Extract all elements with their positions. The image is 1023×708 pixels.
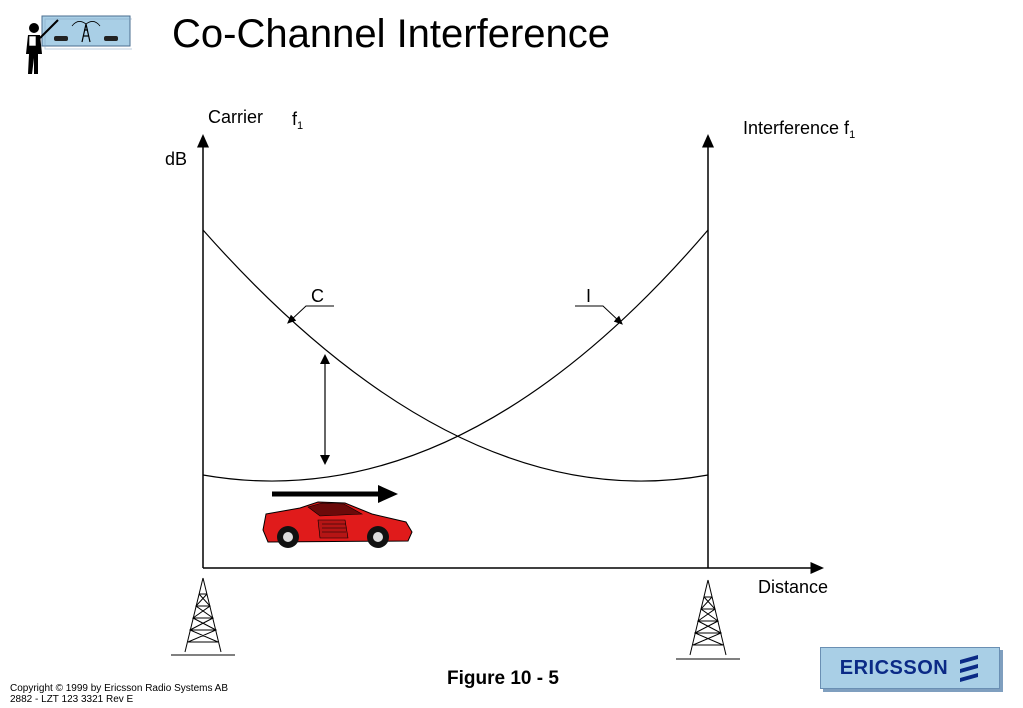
brand-name: ERICSSON bbox=[839, 656, 949, 679]
copyright: Copyright © 1999 by Ericsson Radio Syste… bbox=[10, 683, 228, 705]
interference-label: Interference f1 bbox=[743, 117, 856, 141]
car-icon bbox=[262, 501, 413, 548]
carrier-curve bbox=[202, 229, 709, 482]
copyright-line-2: 2882 - LZT 123 3321 Rev E bbox=[10, 694, 134, 705]
curve-i-label: I bbox=[586, 286, 592, 306]
presenter-icon bbox=[26, 15, 132, 74]
ericsson-logo: ERICSSON bbox=[820, 647, 1000, 689]
direction-arrow-icon bbox=[272, 485, 398, 503]
carrier-label-text: Carrier bbox=[208, 107, 264, 127]
slide-title: Co-Channel Interference bbox=[172, 12, 611, 56]
interference-label-text: Interference f bbox=[743, 118, 850, 138]
c-leader bbox=[287, 305, 334, 324]
tower-icon bbox=[171, 577, 235, 656]
interference-curve bbox=[202, 229, 709, 482]
i-leader bbox=[575, 305, 623, 325]
interference-label-sub: 1 bbox=[849, 129, 856, 141]
x-axis-label: Distance bbox=[758, 577, 829, 597]
ericsson-logo-icon bbox=[960, 655, 979, 682]
figure-caption: Figure 10 - 5 bbox=[447, 668, 559, 689]
curve-c-label: C bbox=[311, 286, 324, 306]
carrier-label: Carrier bbox=[208, 106, 263, 128]
tower-icon bbox=[676, 579, 740, 660]
y-axis-label: dB bbox=[165, 149, 188, 169]
carrier-frequency: f1 bbox=[292, 108, 304, 132]
carrier-frequency-sub: 1 bbox=[297, 120, 304, 132]
carrier-frequency-text: f bbox=[292, 109, 298, 129]
copyright-line-1: Copyright © 1999 by Ericsson Radio Syste… bbox=[10, 683, 229, 694]
